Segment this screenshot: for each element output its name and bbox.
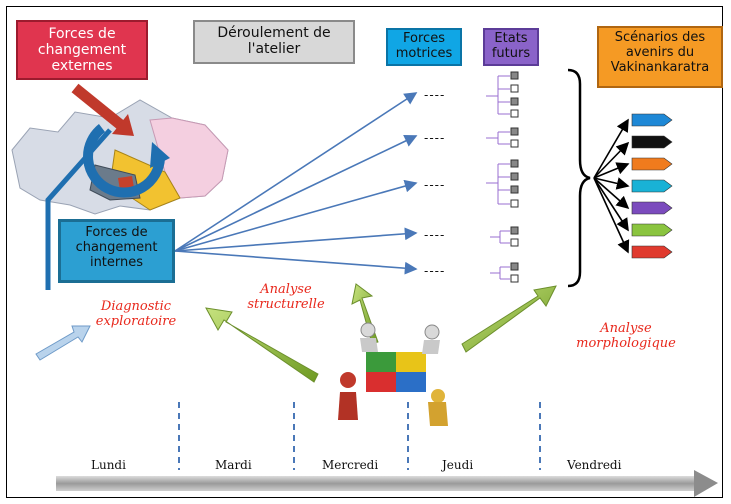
internal-feedback-arrow [45,128,112,290]
day-thursday: Jeudi [442,458,474,472]
future-state-boxes [510,71,519,283]
external-forces-arrow [71,83,134,136]
scenario-bar [631,135,673,149]
diagram-frame [6,6,723,498]
day-friday: Vendredi [567,458,622,472]
puzzle-team-icon [338,322,448,426]
driving-force-placeholder: ---- [424,131,446,145]
scenario-bar [631,201,673,215]
future-states-trees [486,75,510,280]
day-tuesday: Mardi [215,458,252,472]
driving-force-placeholder: ---- [424,264,446,278]
scenario-fan-arrows [593,118,630,254]
driving-force-placeholder: ---- [424,88,446,102]
scenario-bar [631,179,673,193]
scenario-bar [631,113,673,127]
phase-arrows [205,283,557,383]
driving-force-placeholder: ---- [424,228,446,242]
driver-arrows [174,92,418,275]
day-monday: Lundi [91,458,126,472]
circular-arrow-icon [83,124,170,198]
scenario-bar [631,157,673,171]
grouping-brace [567,68,591,288]
day-wednesday: Mercredi [322,458,379,472]
scenario-bars [631,113,673,259]
diagnostic-arrow [35,325,91,361]
day-separators [178,402,541,470]
scenario-bar [631,223,673,237]
scenario-bar [631,245,673,259]
driving-force-placeholder: ---- [424,178,446,192]
timeline-arrow [56,470,718,497]
